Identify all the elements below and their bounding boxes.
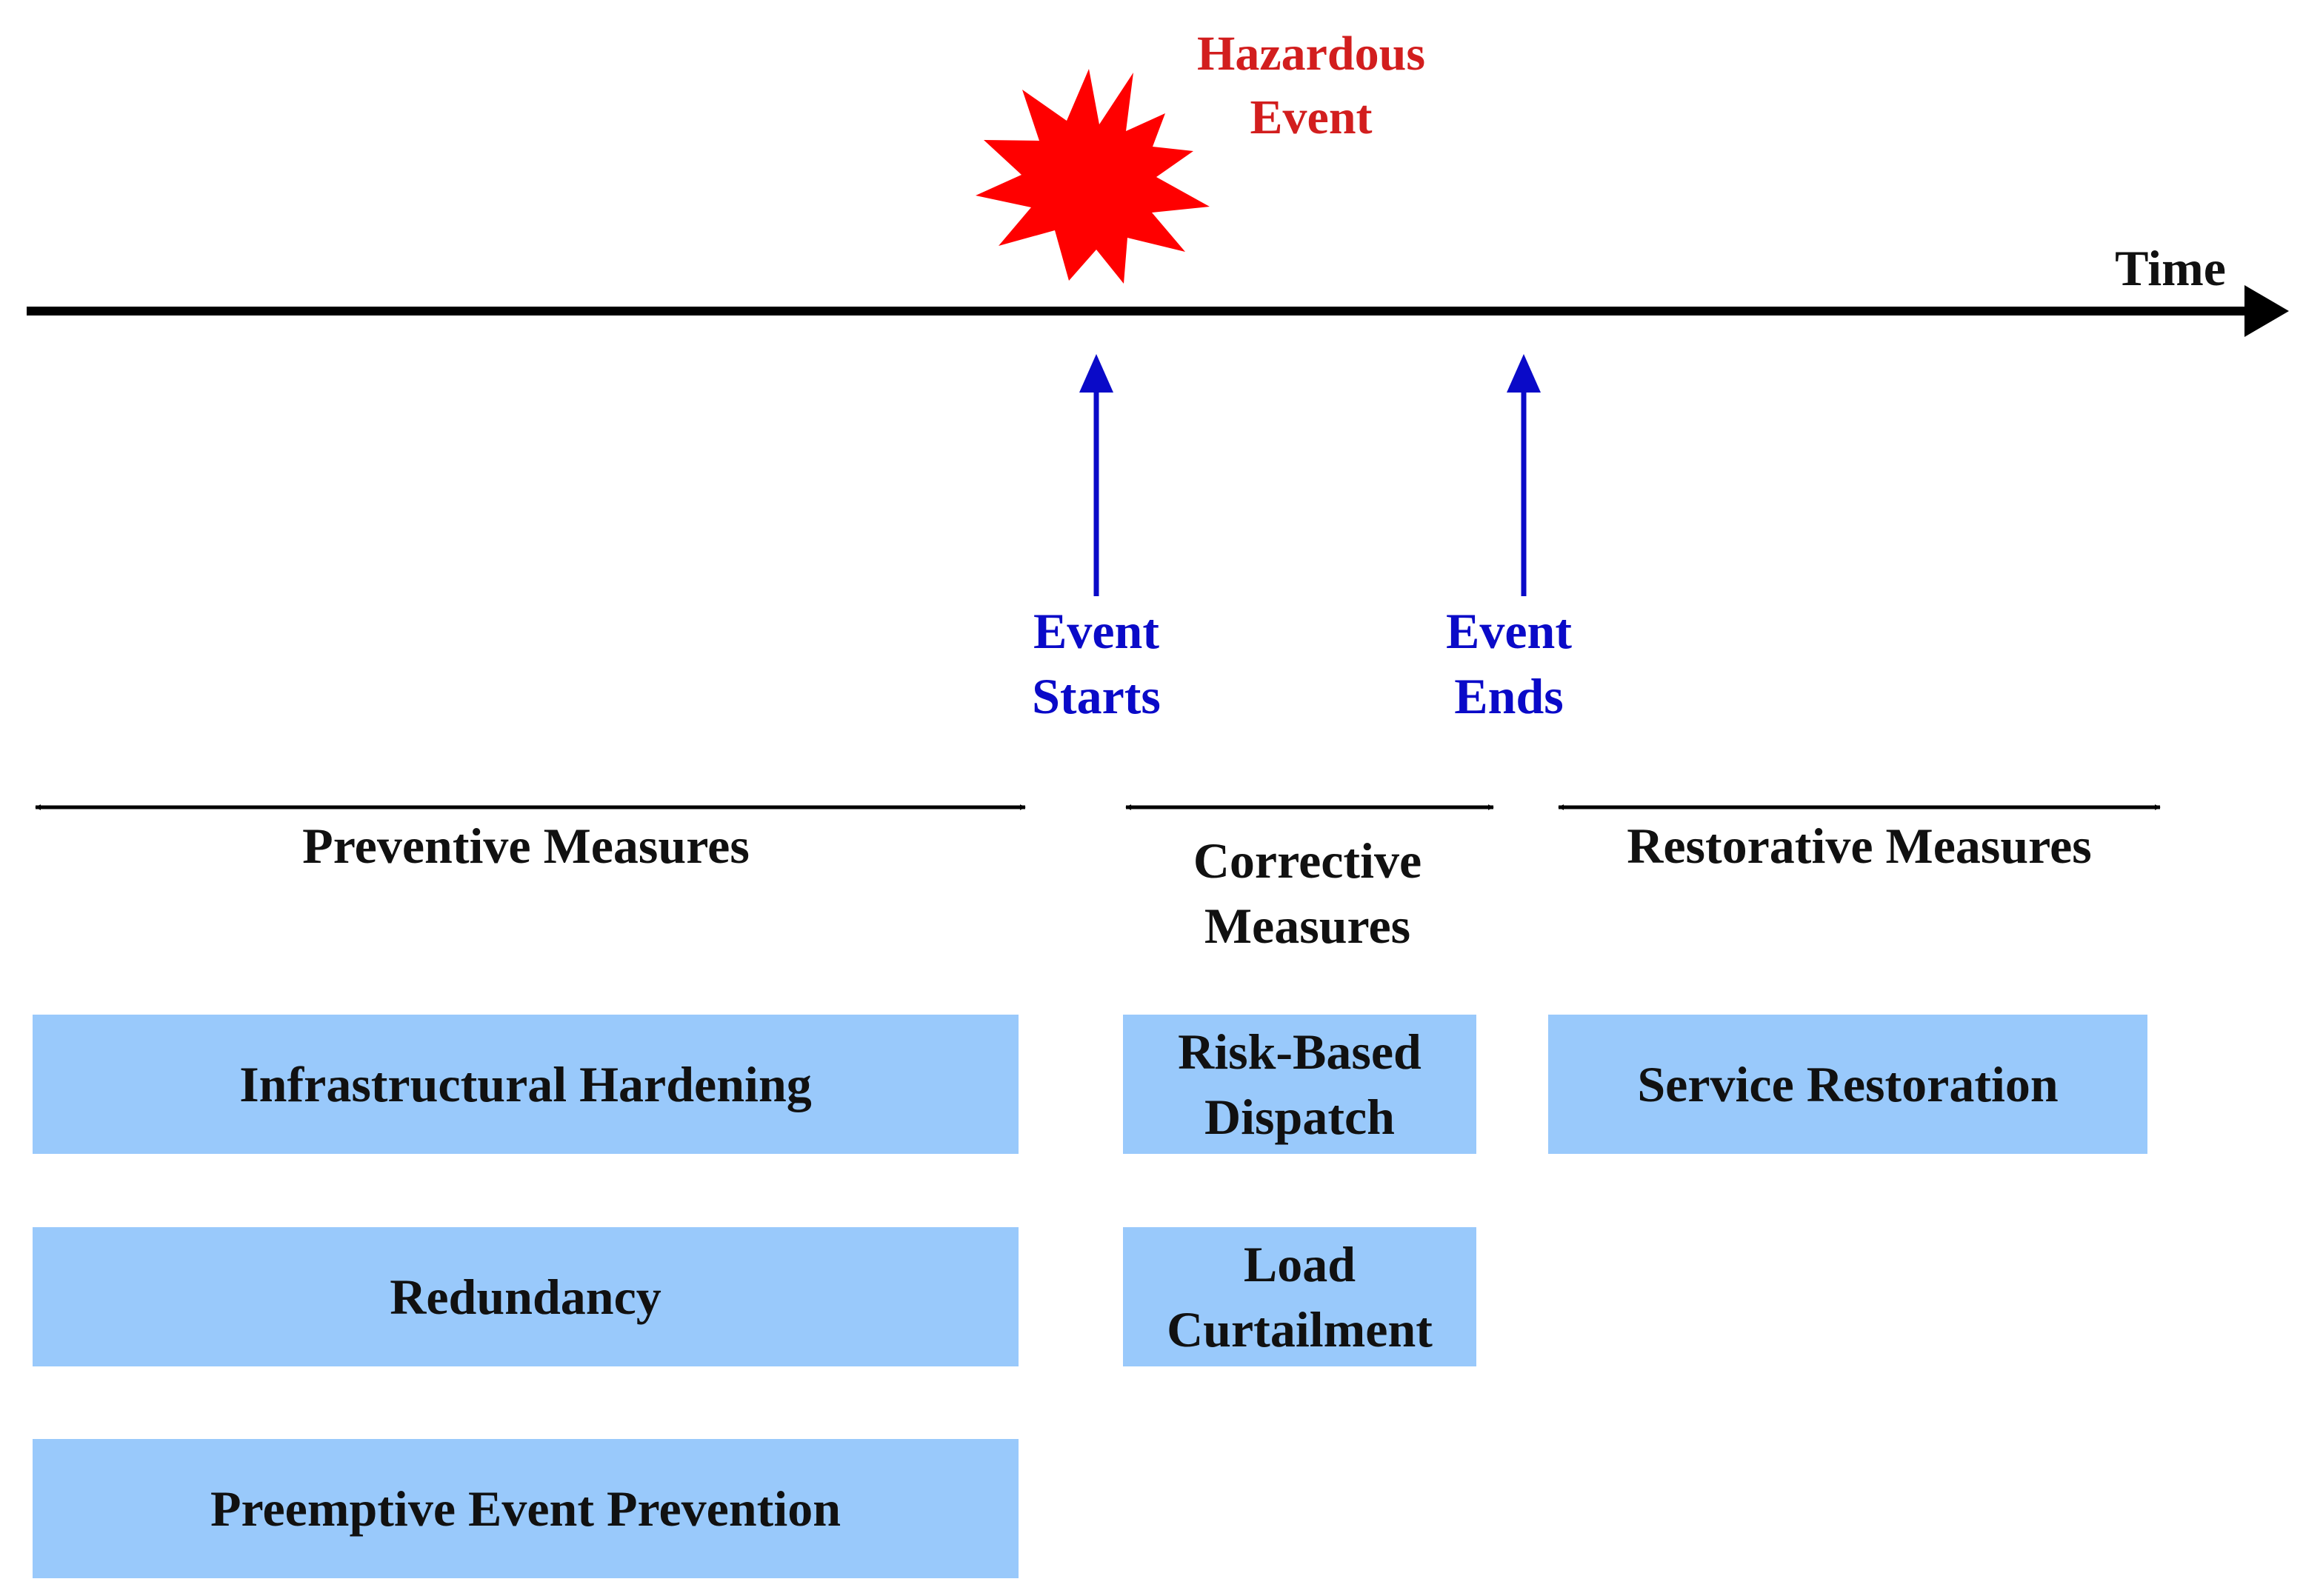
measure-box-label: Load Curtailment xyxy=(1167,1235,1433,1358)
measure-box-label: Infrastructural Hardening xyxy=(239,1055,812,1112)
measure-box-infrastructural-hardening: Infrastructural Hardening xyxy=(33,1015,1019,1154)
measure-box-label: Risk-Based Dispatch xyxy=(1178,1023,1422,1145)
event-ends-label-line2: Ends xyxy=(1454,668,1564,725)
event-ends-label-line1: Event xyxy=(1446,603,1572,659)
corrective-measures-label: Corrective Measures xyxy=(1111,828,1504,959)
event-starts-label: Event Starts xyxy=(985,598,1207,729)
event-starts-label-line2: Starts xyxy=(1032,668,1161,725)
measure-box-redundancy: Redundancy xyxy=(33,1227,1019,1366)
measure-box-label: Redundancy xyxy=(390,1268,661,1325)
explosion-burst-icon xyxy=(976,69,1210,284)
measure-box-preemptive-event-prevention: Preemptive Event Prevention xyxy=(33,1439,1019,1578)
corrective-measures-label-line2: Measures xyxy=(1204,898,1411,955)
measure-box-service-restoration: Service Restoration xyxy=(1548,1015,2147,1154)
measure-box-label: Service Restoration xyxy=(1637,1055,2059,1112)
time-axis-arrowhead xyxy=(2244,285,2289,337)
event-start-arrowhead xyxy=(1079,354,1113,393)
event-end-arrowhead xyxy=(1507,354,1541,393)
restorative-measures-label: Restorative Measures xyxy=(1627,818,2092,874)
measure-box-load-curtailment: Load Curtailment xyxy=(1123,1227,1476,1366)
event-ends-label: Event Ends xyxy=(1398,598,1620,729)
measure-box-label: Preemptive Event Prevention xyxy=(210,1480,841,1537)
hazardous-event-label-line1: Hazardous xyxy=(1196,27,1426,81)
preventive-measures-label: Preventive Measures xyxy=(302,818,750,874)
measure-box-risk-based-dispatch: Risk-Based Dispatch xyxy=(1123,1015,1476,1154)
corrective-measures-label-line1: Corrective xyxy=(1193,832,1422,889)
time-axis-label: Time xyxy=(2115,240,2226,296)
hazardous-event-label: Hazardous Event xyxy=(1156,22,1467,150)
hazardous-event-label-line2: Event xyxy=(1250,90,1373,144)
event-starts-label-line1: Event xyxy=(1033,603,1159,659)
